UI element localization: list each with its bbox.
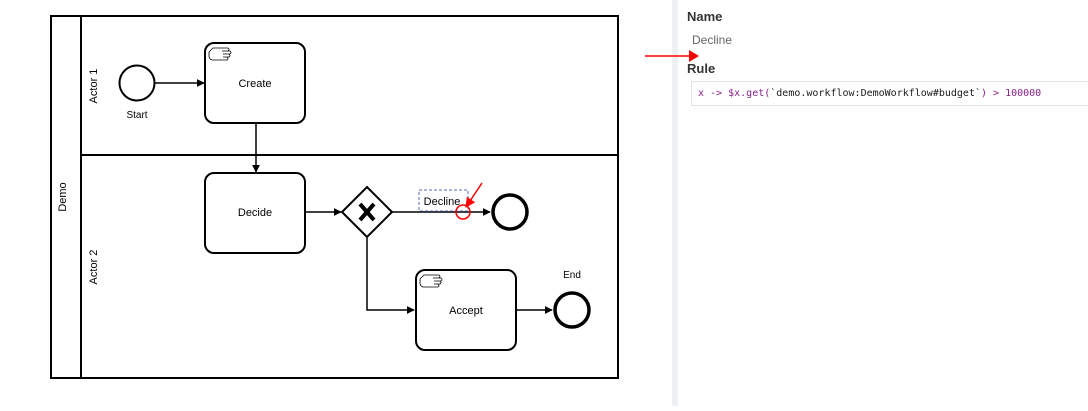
rule-editor[interactable]: x -> $x.get(`demo.workflow:DemoWorkflow#… <box>691 81 1088 106</box>
flow-gateway-accept[interactable] <box>366 237 415 314</box>
exclusive-gateway[interactable] <box>340 185 394 239</box>
rule-token: get( <box>746 88 771 99</box>
annotation-arrow <box>465 182 483 208</box>
pool-label: Demo <box>57 182 69 211</box>
lane-label-actor-1: Actor 1 <box>88 69 100 104</box>
name-heading: Name <box>687 9 723 24</box>
start-event[interactable]: Start <box>118 64 156 122</box>
properties-panel: Name Decline Rule x -> $x.get(`demo.work… <box>672 0 1088 406</box>
lane-actor-2[interactable]: Actor 2 <box>88 250 100 285</box>
annotation-circle <box>455 204 471 220</box>
rule-token: x -> $x. <box>698 88 747 99</box>
task-accept[interactable]: Accept <box>415 269 517 351</box>
manual-task-icon <box>208 47 232 61</box>
panel-divider[interactable] <box>672 0 678 406</box>
task-create-label: Create <box>238 78 271 90</box>
start-event-label: Start <box>126 110 147 121</box>
task-decide-label: Decide <box>238 207 272 219</box>
name-value[interactable]: Decline <box>692 33 733 47</box>
task-create[interactable]: Create <box>204 42 306 124</box>
decline-flow-label[interactable]: Decline <box>418 189 469 212</box>
x-mark-icon <box>358 202 376 222</box>
task-accept-label: Accept <box>449 305 483 317</box>
task-decide[interactable]: Decide <box>204 172 306 254</box>
arrow-right-icon <box>672 50 699 62</box>
rule-token: 100000 <box>1005 88 1042 99</box>
decline-label-text: Decline <box>424 196 461 208</box>
rule-token: `demo.workflow:DemoWorkflow#budget` <box>770 88 981 99</box>
end-event-label: End <box>563 270 581 281</box>
sequence-flows <box>155 79 553 314</box>
rule-heading: Rule <box>687 61 716 76</box>
end-event-end[interactable]: End <box>553 270 591 329</box>
lane-actor-1[interactable]: Actor 1 <box>81 69 618 156</box>
end-event-decline[interactable] <box>491 193 529 231</box>
manual-task-icon <box>419 274 443 288</box>
rule-token: ) > <box>980 88 1006 99</box>
bpmn-canvas[interactable]: Demo Actor 1 Actor 2 Start Create Decide <box>0 0 694 406</box>
lane-label-actor-2: Actor 2 <box>88 250 100 285</box>
annotation-highlight <box>455 182 483 220</box>
